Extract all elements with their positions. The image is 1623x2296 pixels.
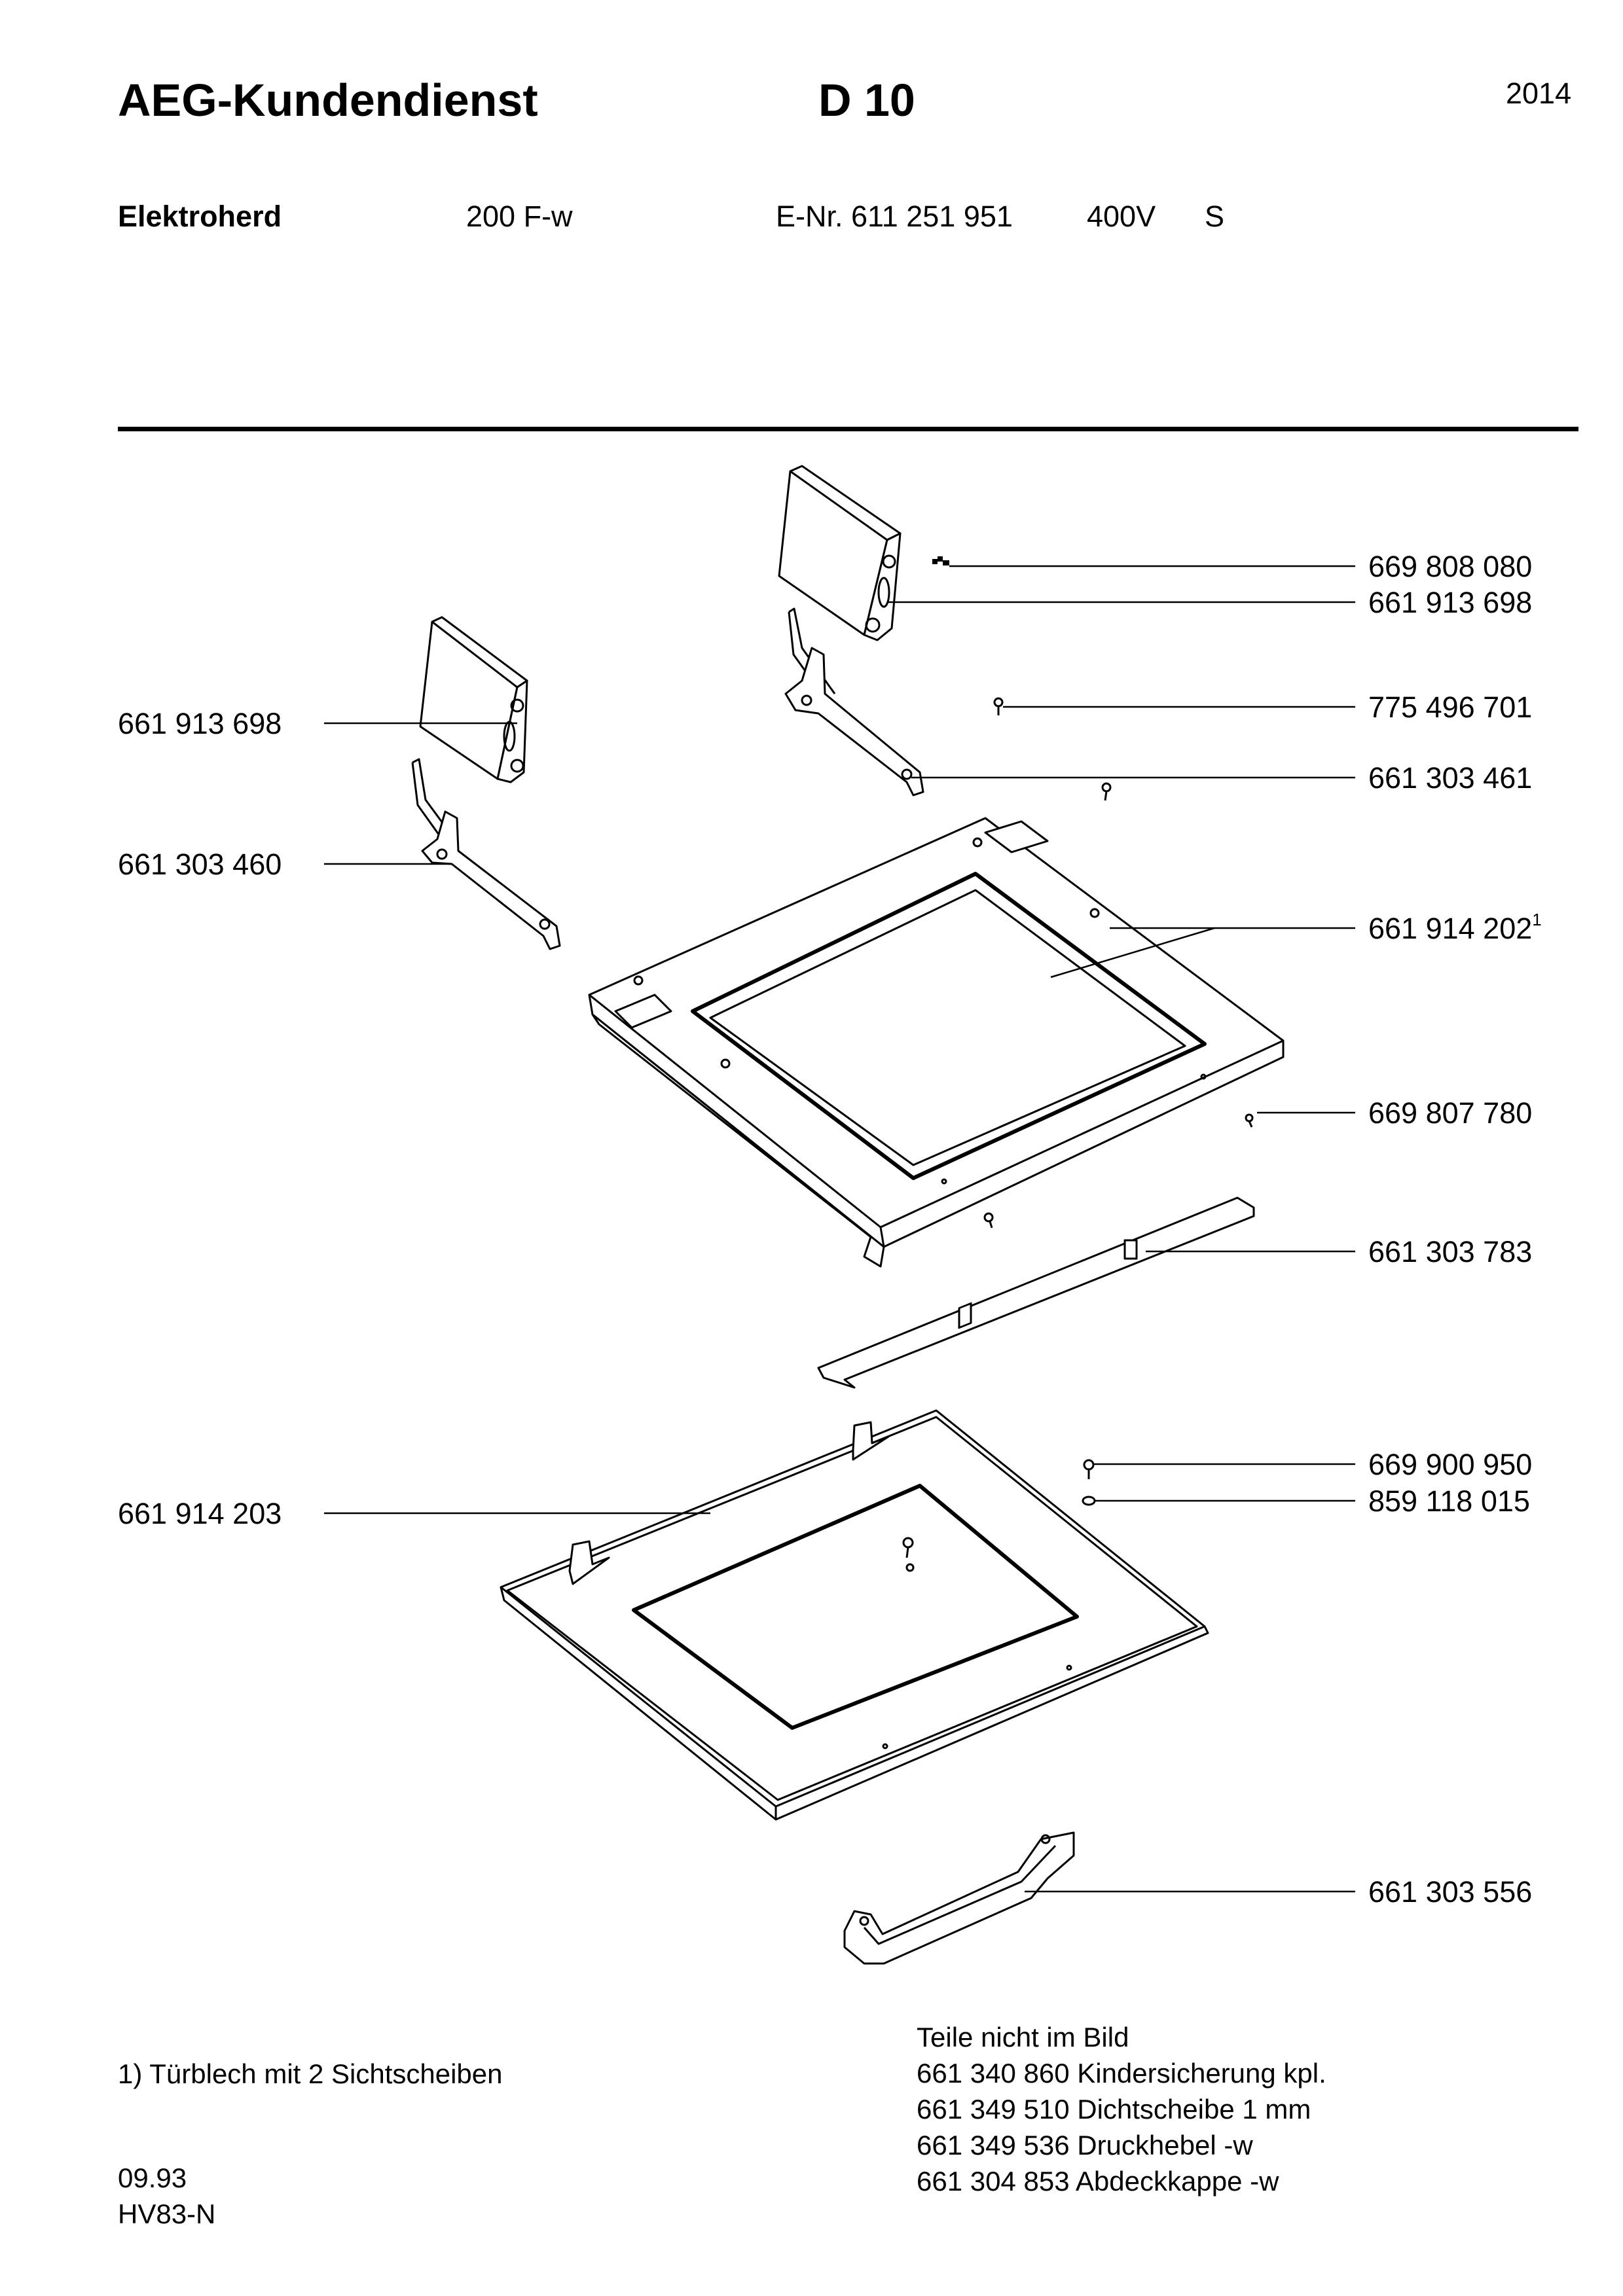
not-shown-item: 661 304 853 Abdeckkappe -w bbox=[917, 2166, 1279, 2197]
product-model: 200 F-w bbox=[466, 200, 573, 233]
part-number: 661 303 556 bbox=[1368, 1875, 1533, 1909]
part-number: 669 807 780 bbox=[1368, 1096, 1533, 1130]
part-number: 661 914 203 bbox=[118, 1497, 282, 1530]
footnote-marker: 1 bbox=[1532, 910, 1542, 929]
not-shown-item: 661 340 860 Kindersicherung kpl. bbox=[917, 2058, 1326, 2089]
not-shown-item: 661 349 536 Druckhebel -w bbox=[917, 2130, 1253, 2161]
part-number-value: 661 914 202 bbox=[1368, 912, 1533, 945]
header-rule bbox=[118, 427, 1578, 431]
page-code: D 10 bbox=[818, 75, 915, 126]
inner-door-plate bbox=[588, 817, 1285, 1268]
screw-icon bbox=[902, 697, 1254, 1558]
door-handle bbox=[843, 1831, 1075, 1965]
hinge-left bbox=[411, 758, 561, 950]
part-number: 669 808 080 bbox=[1368, 550, 1533, 583]
leader-lines bbox=[324, 565, 1355, 1893]
brand-title: AEG-Kundendienst bbox=[118, 75, 538, 126]
outer-door-glass bbox=[500, 1409, 1209, 1821]
page-number: 2014 bbox=[1506, 77, 1572, 110]
product-type: Elektroherd bbox=[118, 200, 282, 233]
door-trim-rail bbox=[817, 1196, 1255, 1389]
clip-part-icon bbox=[932, 556, 949, 565]
part-number: 859 118 015 bbox=[1368, 1484, 1530, 1518]
washer-icon bbox=[1082, 1496, 1096, 1506]
product-enr: E-Nr. 611 251 951 bbox=[776, 200, 1013, 233]
hinge-right bbox=[784, 607, 924, 797]
footer-date: 09.93 bbox=[118, 2162, 187, 2193]
footnote: 1) Türblech mit 2 Sichtscheiben bbox=[118, 2058, 503, 2089]
hinge-cover-right bbox=[778, 465, 902, 641]
part-number: 661 913 698 bbox=[118, 707, 282, 740]
part-number: 775 496 701 bbox=[1368, 691, 1533, 724]
part-number: 661 303 461 bbox=[1368, 761, 1533, 795]
not-shown-title: Teile nicht im Bild bbox=[917, 2022, 1129, 2053]
part-number: 661 303 783 bbox=[1368, 1235, 1533, 1268]
part-number: 669 900 950 bbox=[1368, 1448, 1533, 1481]
part-number: 661 303 460 bbox=[118, 848, 282, 881]
part-number: 661 914 2021 bbox=[1368, 911, 1542, 945]
not-shown-item: 661 349 510 Dichtscheibe 1 mm bbox=[917, 2094, 1311, 2125]
part-number: 661 913 698 bbox=[1368, 586, 1533, 619]
product-variant: S bbox=[1205, 200, 1225, 233]
footer-code: HV83-N bbox=[118, 2198, 216, 2229]
hinge-cover-left bbox=[419, 616, 528, 783]
product-voltage: 400V bbox=[1087, 200, 1156, 233]
